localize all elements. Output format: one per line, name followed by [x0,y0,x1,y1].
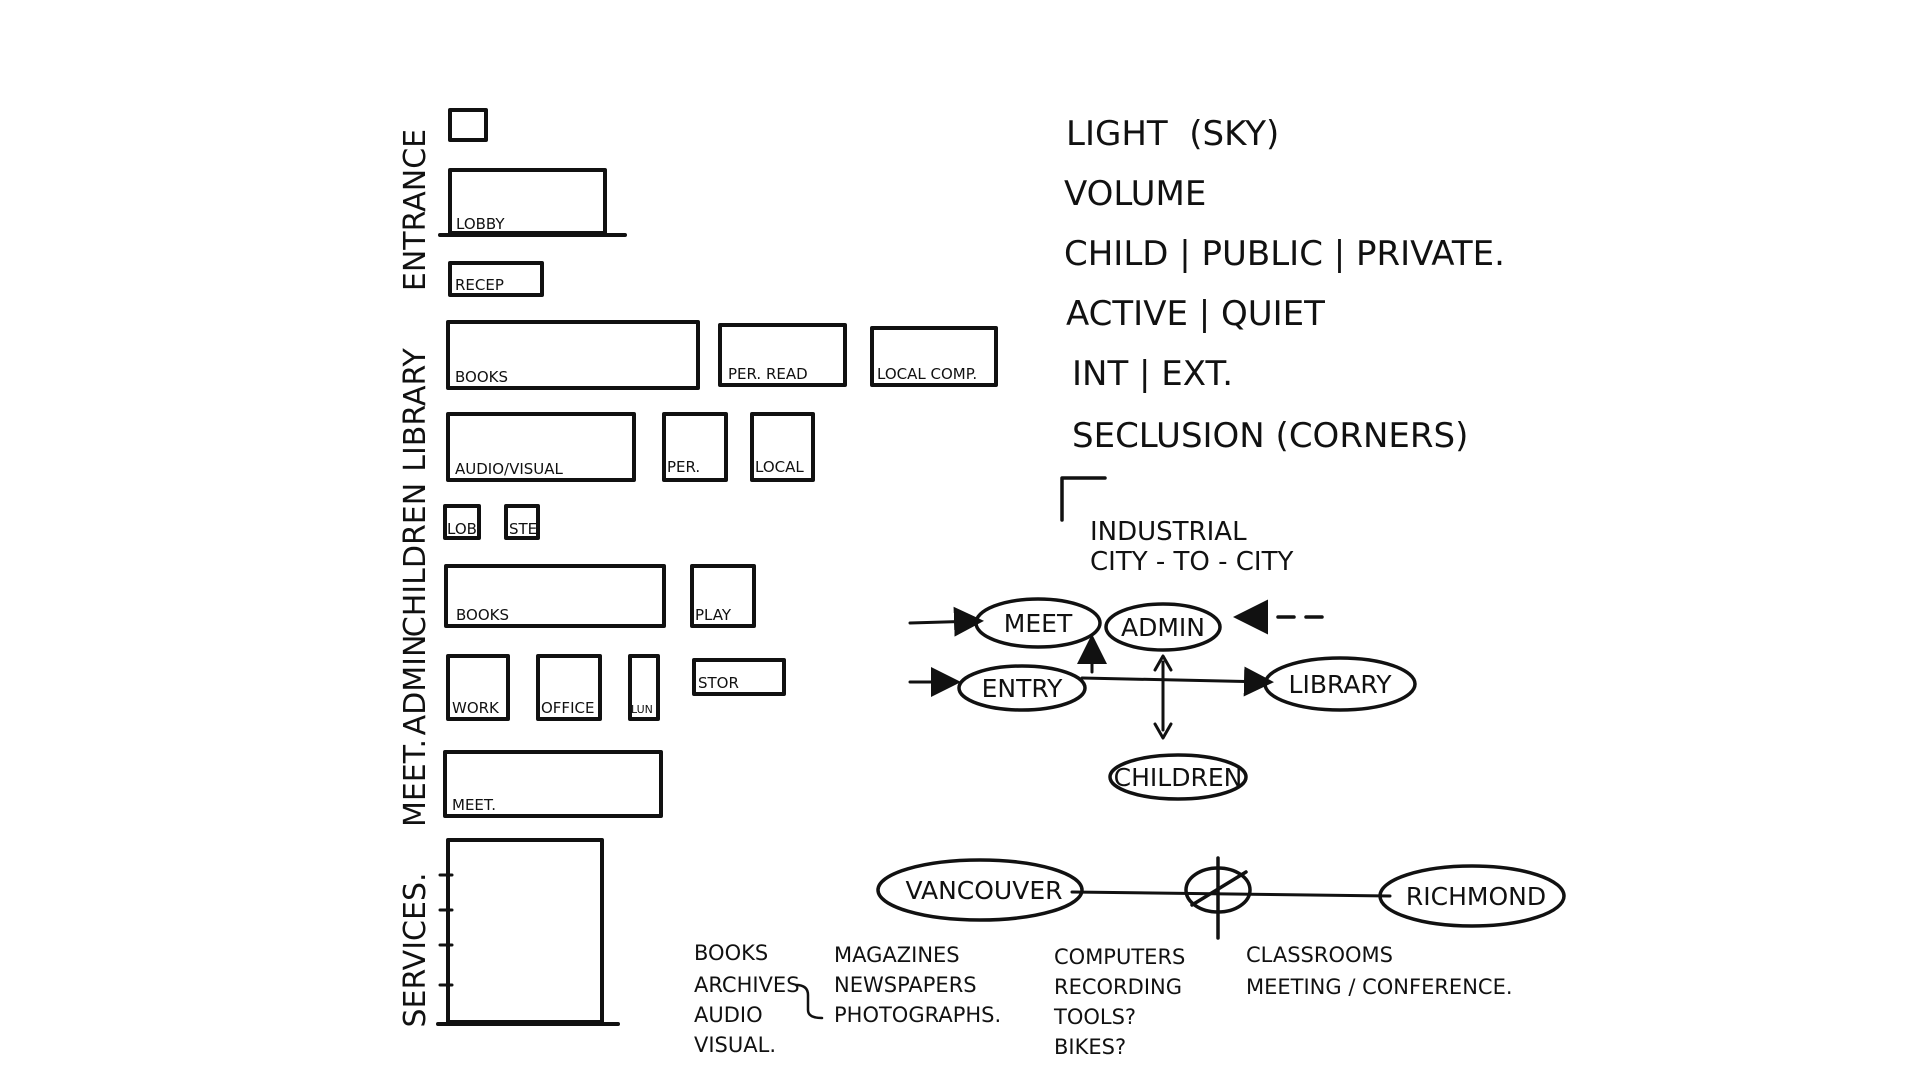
list1-item-archives: ARCHIVES [694,973,800,997]
room-label-local: LOCAL [755,458,804,476]
room-box-work [446,654,510,721]
room-label-stor: STOR [698,674,739,692]
room-label-office: OFFICE [541,699,594,717]
design-criteria: LIGHT (SKY) VOLUME CHILD | PUBLIC | PRIV… [1064,114,1505,456]
room-label-meet: MEET. [452,796,496,814]
room-box-meet [443,750,663,818]
room-box-per-read [718,323,847,387]
program-lists: BOOKS ARCHIVES AUDIO VISUAL. MAGAZINES N… [694,941,1513,1059]
room-box-local [750,412,815,482]
bubble-label-library: LIBRARY [1289,670,1393,699]
room-box-services [446,838,604,1024]
city-bubble-richmond [1378,864,1566,928]
room-box-lun [628,654,660,721]
room-box-recep [448,261,544,297]
section-label-services: SERVICES. [398,872,433,1027]
room-label-child-books: BOOKS [456,606,509,624]
bubble-entry [957,664,1087,712]
room-label-local-comp: LOCAL COMP. [877,365,977,383]
room-box-child-ste [504,504,540,540]
room-label-per: PER. [667,458,700,476]
list4-item-meeting-conference: MEETING / CONFERENCE. [1246,975,1513,999]
city-diagram: VANCOUVER RICHMOND [876,856,1566,940]
list2-item-newspapers: NEWSPAPERS [834,973,977,997]
room-label-per-read: PER. READ [728,365,808,383]
room-box-local-comp [870,326,998,387]
industrial-label: INDUSTRIAL [1090,517,1247,547]
list3-item-recording: RECORDING [1054,975,1182,999]
bubble-label-children: CHILDREN [1114,763,1243,792]
room-box-per [662,412,728,482]
bubble-label-admin: ADMIN [1121,613,1205,642]
criterion-light: LIGHT (SKY) [1066,114,1279,154]
room-box-play [690,564,756,628]
list2-item-magazines: MAGAZINES [834,943,960,967]
room-box-child-wc [443,504,481,540]
room-box-books [446,320,700,390]
room-label-recep: RECEP [455,276,504,294]
bubble-admin [1104,602,1222,652]
list1-item-books: BOOKS [694,941,768,965]
room-box-child-books [444,564,666,628]
criterion-child-public-private: CHILD | PUBLIC | PRIVATE. [1064,234,1505,274]
criterion-int-ext: INT | EXT. [1072,354,1233,394]
list2-item-photographs: PHOTOGRAPHS. [834,1003,1001,1027]
bubble-diagram: MEET ADMIN ENTRY LIBRARY CHILDREN [908,597,1417,801]
list1-item-visual: VISUAL. [694,1033,776,1057]
section-label-entrance: ENTRANCE [398,129,433,291]
room-box-stor [692,658,786,696]
section-label-admin: ADMIN [398,635,433,736]
list3-item-computers: COMPUTERS [1054,945,1185,969]
criterion-active-quiet: ACTIVE | QUIET [1066,294,1325,334]
section-label-meet: MEET. [398,739,433,827]
room-label-books: BOOKS [455,368,508,386]
room-label-lobby: LOBBY [456,215,505,233]
industrial-note: INDUSTRIAL CITY - TO - CITY [1060,476,1293,577]
bubble-label-entry: ENTRY [982,674,1064,703]
list3-item-tools: TOOLS? [1053,1005,1136,1029]
list4-item-classrooms: CLASSROOMS [1246,943,1393,967]
bubble-library [1263,656,1417,712]
bubble-children [1108,753,1248,801]
section-label-children: CHILDREN [398,483,433,637]
room-label-play: PLAY [695,606,732,624]
room-label-audio-visual: AUDIO/VISUAL [455,460,564,478]
criterion-seclusion: SECLUSION (CORNERS) [1072,416,1468,456]
room-box-wc [448,108,488,142]
city-to-city-label: CITY - TO - CITY [1090,547,1293,577]
program-boxes: LOBBY RECEP BOOKS PER. READ LOCAL COMP. … [436,108,998,1026]
section-label-library: LIBRARY [398,348,433,472]
city-label-vancouver: VANCOUVER [905,876,1062,905]
room-label-child-wc: LOB [447,520,477,538]
city-label-richmond: RICHMOND [1406,882,1546,911]
list3-item-bikes: BIKES? [1054,1035,1126,1059]
bubble-meet [974,597,1102,649]
criterion-volume: VOLUME [1064,174,1206,214]
city-bubble-vancouver [876,858,1084,922]
bubble-label-meet: MEET [1004,609,1073,638]
room-label-lun: LUN [631,703,653,716]
room-box-office [536,654,602,721]
section-labels: ENTRANCE LIBRARY CHILDREN ADMIN MEET. SE… [398,129,433,1028]
room-label-child-ste: STE [509,520,537,538]
room-label-work: WORK [452,699,500,717]
room-box-audio-visual [446,412,636,482]
list1-item-audio: AUDIO [694,1003,763,1027]
